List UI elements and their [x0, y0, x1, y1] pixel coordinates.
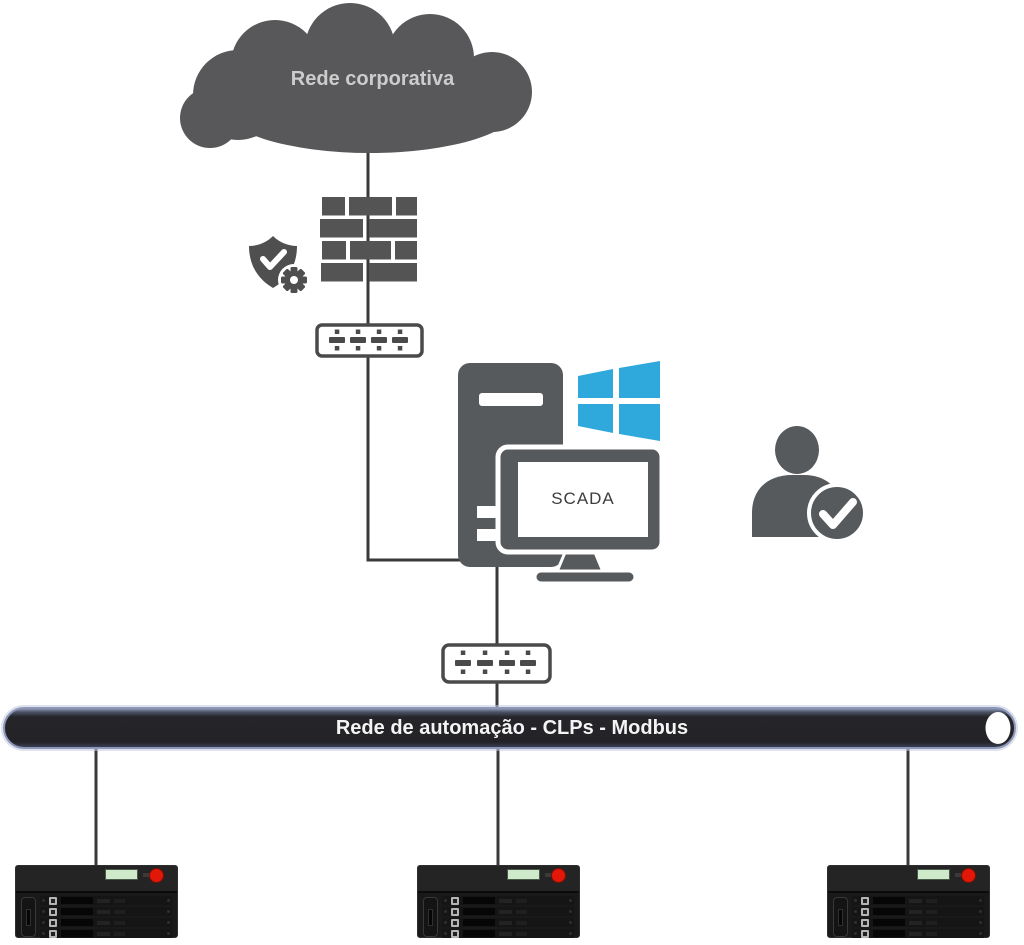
drive-bay [442, 907, 574, 916]
bus-pipe-end-cap [985, 712, 1011, 744]
lcd-display [105, 869, 138, 880]
drive-bay [852, 918, 984, 927]
drive-bay [442, 896, 574, 905]
gear-icon [278, 264, 310, 296]
plc-server-3 [827, 865, 990, 938]
server-handle [21, 897, 36, 937]
drive-bay-icon [49, 907, 57, 916]
drive-bay-icon [451, 929, 459, 938]
drive-bay [40, 896, 172, 905]
drive-bay [40, 907, 172, 916]
top-dash [545, 873, 554, 877]
server-top-panel [828, 866, 989, 893]
lcd-display [917, 869, 950, 880]
drive-bay [852, 929, 984, 938]
drive-bay-icon [861, 918, 869, 927]
cloud-label: Rede corporativa [290, 68, 455, 90]
bus-pipe [1, 705, 1018, 751]
drive-bay [40, 929, 172, 938]
server-top-panel [16, 866, 177, 893]
drive-bay [852, 896, 984, 905]
drive-bay-icon [49, 929, 57, 938]
drive-bay [442, 918, 574, 927]
server-handle [833, 897, 848, 937]
bus-label: Rede de automação - CLPs - Modbus [335, 717, 689, 739]
plc-server-1 [15, 865, 178, 938]
windows-logo-icon [578, 361, 660, 441]
switch-bottom-icon [441, 643, 552, 684]
power-led [149, 868, 164, 883]
drive-bay-icon [861, 907, 869, 916]
drive-bay-icon [451, 918, 459, 927]
drive-bay [40, 918, 172, 927]
scada-label: SCADA [551, 489, 615, 508]
cloud-icon [180, 3, 532, 153]
drive-bay [852, 907, 984, 916]
drive-bay-icon [861, 896, 869, 905]
switch-top-icon [315, 323, 424, 358]
power-led [551, 868, 566, 883]
firewall-icon [320, 197, 417, 282]
server-handle [423, 897, 438, 937]
drive-bay-icon [49, 918, 57, 927]
server-drive-section [828, 893, 989, 939]
drive-bay-icon [451, 907, 459, 916]
lcd-display [507, 869, 540, 880]
user-check-icon [752, 426, 867, 543]
drive-bay [442, 929, 574, 938]
drive-bay-icon [451, 896, 459, 905]
server-drive-section [418, 893, 579, 939]
plc-server-2 [417, 865, 580, 938]
monitor-icon [495, 444, 665, 585]
power-led [961, 868, 976, 883]
top-dash [143, 873, 152, 877]
drive-bay-icon [861, 929, 869, 938]
top-dash [955, 873, 964, 877]
server-drive-section [16, 893, 177, 939]
connector-switch-workstation [366, 356, 500, 562]
server-top-panel [418, 866, 579, 893]
drive-bay-icon [49, 896, 57, 905]
